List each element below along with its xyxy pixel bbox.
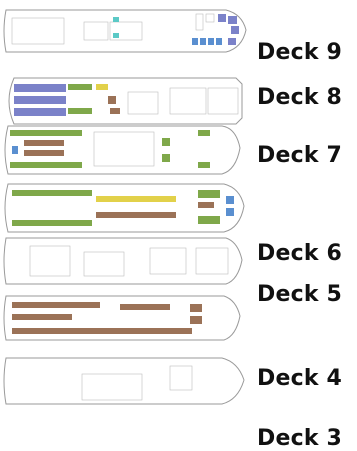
- deck-8-plan: Deck 8: [0, 66, 357, 130]
- deck-7-plan: Deck 7: [0, 112, 357, 176]
- deck-4-plan: Deck 4: [0, 286, 357, 391]
- deck-3-diagram: [3, 357, 245, 405]
- deck-label: Deck 9: [257, 40, 343, 65]
- deck-9-plan: Deck 9: [0, 0, 357, 65]
- deck-5-plan: Deck 5: [0, 226, 357, 307]
- deck-label: Deck 5: [257, 282, 343, 307]
- deck-6-diagram: [4, 183, 245, 233]
- deck-4-diagram: [3, 295, 241, 341]
- deck-6-plan: Deck 6: [0, 172, 357, 266]
- deck-8-diagram: [8, 77, 243, 125]
- deck-label: Deck 3: [257, 426, 343, 451]
- deck-label: Deck 7: [257, 143, 343, 168]
- deck-label: Deck 4: [257, 366, 343, 391]
- deck-label: Deck 8: [257, 85, 343, 110]
- deck-label: Deck 6: [257, 241, 343, 266]
- deck-7-diagram: [4, 125, 241, 175]
- deck-9-diagram: [3, 9, 247, 53]
- deck-3-plan: Deck 3: [0, 346, 357, 451]
- deck-5-diagram: [3, 237, 243, 285]
